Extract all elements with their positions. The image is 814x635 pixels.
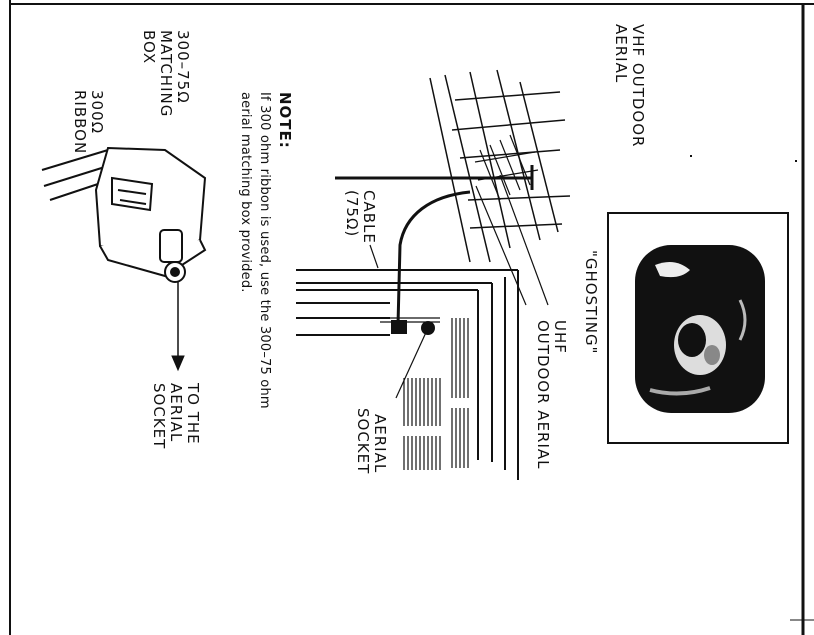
uhf-aerial-label: UHF OUTDOOR AERIAL	[534, 320, 569, 470]
aerial-socket-label: AERIAL SOCKET	[354, 408, 389, 475]
coax-cable	[396, 190, 471, 326]
ribbon-line-2: RIBBON	[71, 90, 89, 155]
matching-box-label: 300–75Ω MATCHING BOX	[140, 30, 192, 118]
vhf-aerial-label: VHF OUTDOOR AERIAL	[612, 24, 647, 148]
matching-box-icon	[41, 146, 207, 283]
tv-set-icon	[296, 269, 519, 480]
uhf-aerial-line-2: OUTDOOR AERIAL	[534, 320, 552, 470]
to-socket-label: TO THE AERIAL SOCKET	[150, 383, 202, 450]
ribbon-line-1: 300Ω	[88, 90, 106, 135]
uhf-aerial-line-1: UHF	[551, 320, 569, 354]
cable-plug	[391, 320, 407, 334]
matching-box-line-3: BOX	[140, 30, 158, 65]
matching-box-line-1: 300–75Ω	[174, 30, 192, 104]
note-block: NOTE: If 300 ohm ribbon is used, use the…	[238, 92, 294, 409]
leader-lines	[369, 174, 549, 306]
to-socket-line-1: TO THE	[184, 383, 202, 445]
cable-line-2: (75Ω)	[343, 190, 361, 238]
vhf-aerial-line-1: VHF OUTDOOR	[629, 24, 647, 148]
matching-box-line-2: MATCHING	[157, 30, 175, 118]
cable-label: CABLE (75Ω)	[343, 190, 378, 244]
to-socket-line-3: SOCKET	[150, 383, 168, 450]
vhf-aerial-line-2: AERIAL	[612, 24, 630, 84]
note-line-1: If 300 ohm ribbon is used, use the 300–7…	[257, 92, 272, 409]
to-socket-line-2: AERIAL	[167, 383, 185, 443]
ribbon-label: 300Ω RIBBON	[71, 90, 106, 155]
ghost-tv-screen-icon	[607, 212, 789, 444]
vhf-antenna-icon	[335, 69, 571, 263]
aerial-socket-leader	[395, 327, 429, 399]
aerial-socket-line-2: SOCKET	[354, 408, 372, 475]
cable-line-1: CABLE	[360, 190, 378, 244]
uhf-antenna-icon	[474, 134, 539, 201]
note-line-2: aerial matching box provided.	[238, 92, 253, 293]
ghosting-label: "GHOSTING"	[582, 250, 600, 355]
ghosting-text: "GHOSTING"	[582, 250, 600, 355]
arrow-to-socket	[171, 282, 185, 372]
page-frame	[9, 0, 814, 635]
page-marks	[690, 155, 797, 162]
note-title: NOTE:	[276, 92, 294, 149]
aerial-socket-line-1: AERIAL	[371, 414, 389, 474]
